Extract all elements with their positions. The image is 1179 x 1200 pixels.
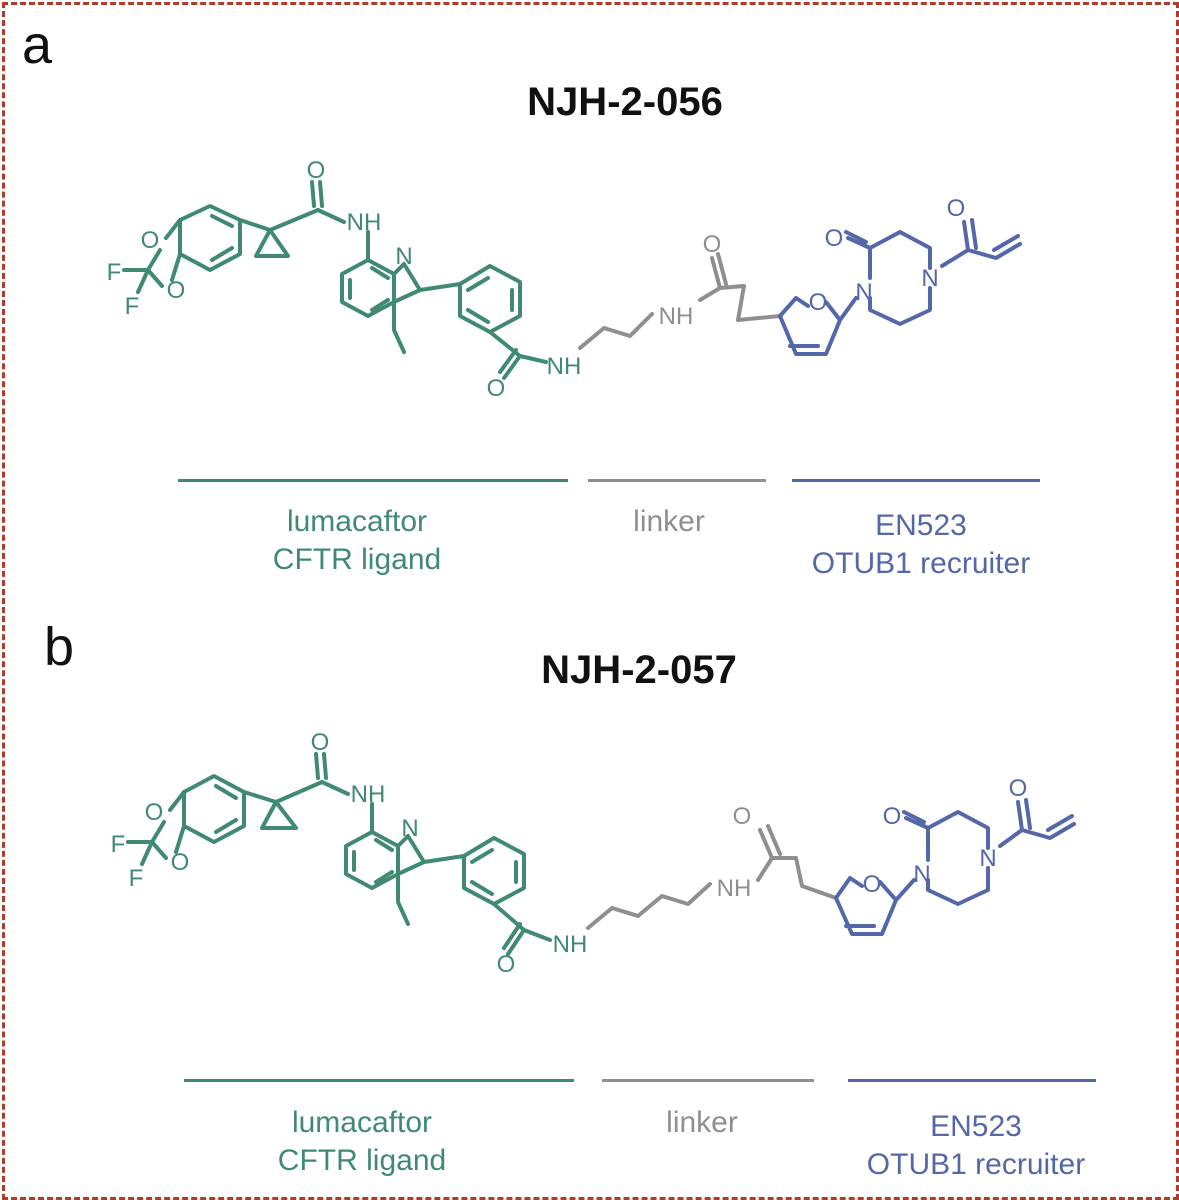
panel-a-atom-n2: N [855, 279, 872, 306]
panel-b-en523-line2: OTUB1 recruiter [866, 1148, 1086, 1181]
panel-b-atom-o4: O [497, 951, 516, 978]
panel-a-linker-bonds [578, 252, 782, 350]
panel-a-en523-line2: OTUB1 recruiter [811, 547, 1031, 580]
panel-b-atom-f1: F [111, 831, 126, 858]
panel-b-structure: O O F F O NH N O NH NH O O N O N O [111, 729, 1076, 978]
panel-a-linker-line1: linker [633, 505, 705, 538]
panel-b-linker-line1: linker [666, 1106, 738, 1139]
panel-a-compound-name: NJH-2-056 [527, 80, 723, 124]
panel-a-lumacaftor-line1: lumacaftor [286, 505, 428, 538]
panel-b-atom-nh1: NH [351, 781, 386, 808]
panel-a-atom-o8: O [947, 195, 966, 222]
panel-a-atom-f1: F [107, 259, 122, 286]
panel-b-en523-label: EN523 OTUB1 recruiter [867, 1108, 1085, 1184]
panel-a-atom-o6: O [809, 289, 828, 316]
panel-b-atom-o1: O [145, 799, 164, 826]
panel-a-en523-label: EN523 OTUB1 recruiter [812, 507, 1030, 583]
panel-b-atom-o5: O [733, 803, 752, 830]
panel-a-linker-label: linker [633, 503, 705, 541]
panel-a-lumacaftor-line2: CFTR ligand [272, 543, 442, 576]
panel-b-lumacaftor-line2: CFTR ligand [277, 1144, 447, 1177]
panel-b-en523-line1: EN523 [930, 1110, 1022, 1143]
panel-b-atom-nh2: NH [553, 931, 588, 958]
panel-a-en523-underline [792, 479, 1040, 482]
panel-a-en523-bonds [778, 218, 1022, 356]
panel-a-lumacaftor-label: lumacaftor CFTR ligand [273, 503, 441, 579]
panel-b-letter: b [44, 617, 75, 677]
panel-a-atom-o4: O [487, 375, 506, 402]
panel-b-atom-o3: O [311, 729, 330, 756]
panel-a-atom-n1: N [395, 243, 412, 270]
panel-a-en523-line1: EN523 [875, 509, 967, 542]
panel-a-lumacaftor-underline [178, 479, 568, 482]
panel-a-atom-nh3: NH [659, 303, 694, 330]
panel-b-linker-underline [602, 1079, 814, 1082]
panel-a-atom-o7: O [825, 225, 844, 252]
panel-a-atom-n3: N [921, 265, 938, 292]
panel-a-atom-o1: O [141, 227, 160, 254]
panel-b-atom-o8: O [1009, 775, 1028, 802]
panel-a-atom-o5: O [703, 231, 722, 258]
panel-b-lumacaftor-underline [184, 1079, 574, 1082]
panel-a-letter: a [22, 15, 53, 75]
panel-b-atom-o7: O [883, 803, 902, 830]
panel-b-atom-nh3: NH [717, 875, 752, 902]
panel-b-en523-bonds [834, 798, 1076, 936]
panel-a-linker-underline [588, 479, 766, 482]
panel-a-atom-nh2: NH [547, 353, 582, 380]
panel-a-atom-o3: O [307, 157, 326, 184]
panel-a-structure: O O F F O NH N O NH NH O O N O N O [107, 157, 1022, 402]
panel-a-lumacaftor-bonds [122, 180, 548, 380]
panel-b-atom-o6: O [863, 871, 882, 898]
panel-b-atom-o2: O [171, 849, 190, 876]
panel-b-compound-name: NJH-2-057 [541, 648, 737, 692]
panel-a-atom-nh1: NH [347, 209, 382, 236]
panel-b-lumacaftor-label: lumacaftor CFTR ligand [278, 1104, 446, 1180]
panel-a-atom-o2: O [167, 277, 186, 304]
panel-b-atom-f2: F [129, 865, 144, 892]
panel-b-lumacaftor-bonds [126, 752, 552, 956]
panel-b-linker-label: linker [666, 1104, 738, 1142]
panel-b-lumacaftor-line1: lumacaftor [291, 1106, 433, 1139]
panel-a-atom-f2: F [125, 293, 140, 320]
panel-b-en523-underline [848, 1079, 1096, 1082]
panel-b-atom-n1: N [401, 815, 418, 842]
panel-b-linker-bonds [586, 824, 838, 930]
panel-b-atom-n3: N [979, 845, 996, 872]
panel-b-atom-n2: N [913, 861, 930, 888]
